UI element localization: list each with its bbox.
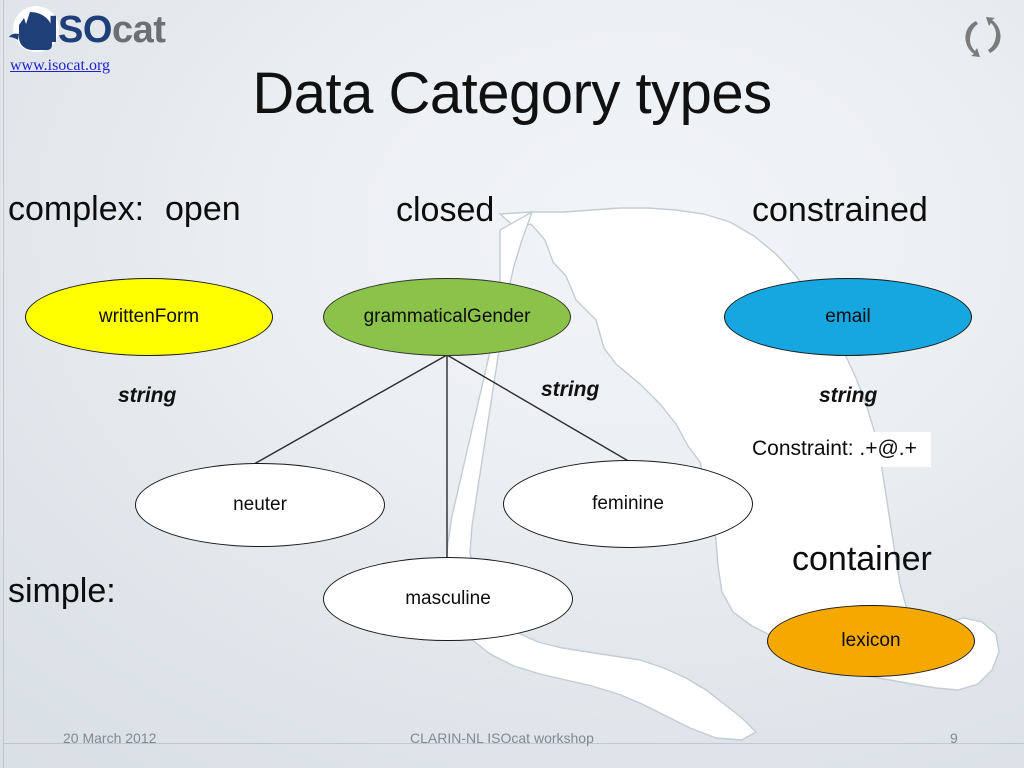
logo-cat-text: cat xyxy=(111,9,166,51)
label-closed: closed xyxy=(396,191,495,229)
label-container: container xyxy=(792,540,932,578)
node-email[interactable]: email xyxy=(724,278,972,356)
label-open: open xyxy=(165,190,241,228)
isocat-logo[interactable]: ISOcat www.isocat.org xyxy=(6,4,206,74)
node-feminine[interactable]: feminine xyxy=(503,460,753,548)
label-complex: complex: xyxy=(8,190,145,228)
footer-date: 20 March 2012 xyxy=(63,730,157,746)
logo-row: ISOcat xyxy=(6,4,206,58)
isocat-url-link[interactable]: www.isocat.org xyxy=(10,57,110,74)
edge-gender-feminine xyxy=(446,354,638,467)
label-constrained: constrained xyxy=(752,191,928,229)
label-simple: simple: xyxy=(8,572,116,610)
slide-footer: 20 March 2012 CLARIN-NL ISOcat workshop … xyxy=(0,730,1024,752)
datatype-grammaticalgender: string xyxy=(541,378,600,401)
circular-arrows-icon[interactable] xyxy=(958,12,1008,62)
node-writtenform[interactable]: writtenForm xyxy=(25,278,273,356)
node-masculine[interactable]: masculine xyxy=(323,557,573,641)
node-lexicon[interactable]: lexicon xyxy=(767,605,975,677)
logo-iso-text: ISO xyxy=(48,9,112,51)
logo-wordmark: ISOcat xyxy=(48,9,166,51)
footer-page-number: 9 xyxy=(950,730,958,746)
datatype-writtenform: string xyxy=(118,384,177,407)
page-title: Data Category types xyxy=(252,61,772,126)
node-grammaticalgender[interactable]: grammaticalGender xyxy=(323,278,571,356)
isocat-cat-logo-icon xyxy=(9,6,59,52)
constraint-box: Constraint: .+@.+ xyxy=(738,432,931,467)
node-neuter[interactable]: neuter xyxy=(135,463,385,547)
footer-event-title: CLARIN-NL ISOcat workshop xyxy=(410,730,594,746)
datatype-email: string xyxy=(819,384,878,407)
footer-divider xyxy=(4,743,1024,744)
edge-gender-neuter xyxy=(246,354,448,469)
